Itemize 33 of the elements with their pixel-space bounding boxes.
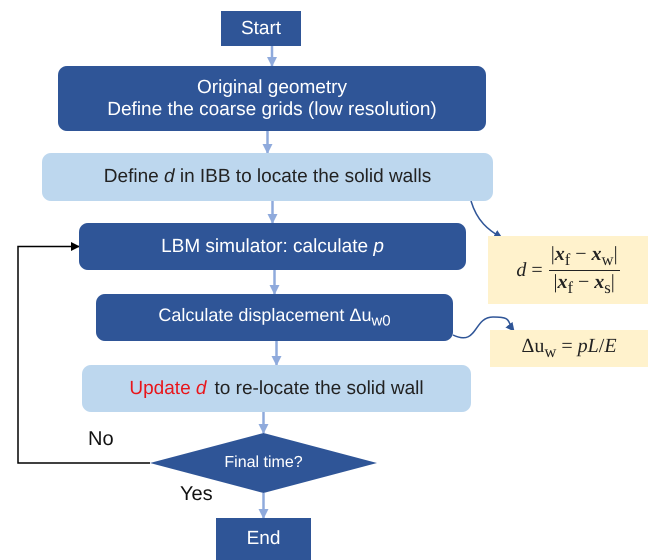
process-box	[79, 223, 466, 270]
terminal-box	[221, 11, 301, 46]
node-text: Define d in IBB to locate the solid walls	[104, 166, 432, 188]
node-text: to re-locate the solid wall	[214, 378, 424, 400]
process-box	[58, 66, 486, 131]
arrow	[270, 270, 280, 295]
formula-box	[490, 330, 648, 367]
node-text: Calculate displacement Δu$_{w0}$	[158, 305, 391, 330]
node-text: Final time?	[224, 454, 303, 472]
arrow	[262, 131, 272, 154]
arrow	[258, 412, 268, 434]
process-box	[82, 365, 471, 412]
node-text: End	[246, 528, 280, 550]
numerator-text: |x$_{f}$ − x$_{w}$|	[548, 242, 620, 270]
node-text: Define the coarse grids (low resolution)	[107, 98, 437, 120]
loop-arrow	[17, 242, 150, 464]
curved-arrow	[470, 200, 503, 239]
curved-arrow	[452, 316, 515, 339]
formula-text: d =	[516, 258, 543, 282]
formula-box	[488, 236, 648, 304]
arrow	[258, 493, 268, 519]
denominator-text: |x$_{f}$ − x$_{s}$|	[553, 270, 615, 298]
node-text: Update d	[129, 378, 206, 400]
node-text: LBM simulator: calculate p	[161, 236, 384, 258]
process-box	[96, 294, 453, 341]
process-box	[42, 153, 493, 201]
terminal-box	[216, 518, 311, 560]
node-text: Original geometry	[197, 76, 347, 98]
node-text: Start	[240, 18, 282, 40]
arrow	[272, 341, 282, 366]
arrow	[268, 201, 278, 224]
arrow	[267, 46, 277, 67]
formula-text: Δu$_{w}$ = pL/E	[521, 335, 617, 362]
